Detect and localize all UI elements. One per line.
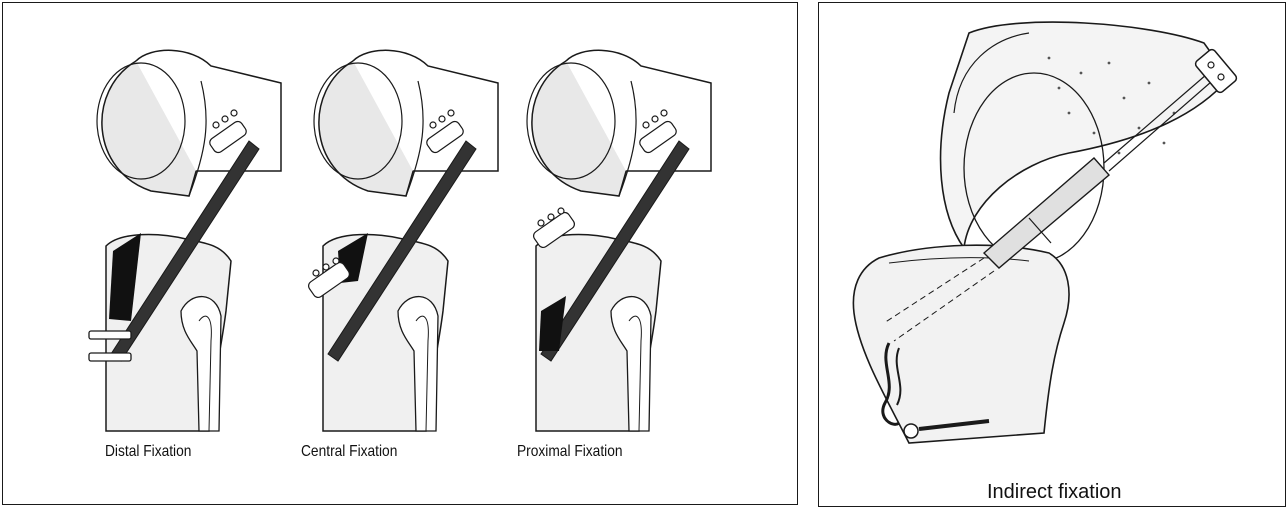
post-screw-icon bbox=[904, 424, 918, 438]
caption-proximal-fixation: Proximal Fixation bbox=[517, 443, 623, 461]
fixation-comparison-panel: Distal Fixation Central Fixation Proxima… bbox=[2, 2, 798, 505]
caption-indirect-fixation: Indirect fixation bbox=[987, 481, 1122, 504]
distal-fixation-figure bbox=[89, 50, 281, 431]
caption-central-fixation: Central Fixation bbox=[301, 443, 397, 461]
caption-distal-fixation: Distal Fixation bbox=[105, 443, 191, 461]
indirect-fixation-drawing bbox=[819, 3, 1287, 508]
fixation-drawings bbox=[3, 3, 799, 506]
indirect-fixation-panel: Indirect fixation bbox=[818, 2, 1286, 507]
proximal-fixation-figure bbox=[527, 50, 711, 431]
central-fixation-figure bbox=[307, 50, 498, 431]
